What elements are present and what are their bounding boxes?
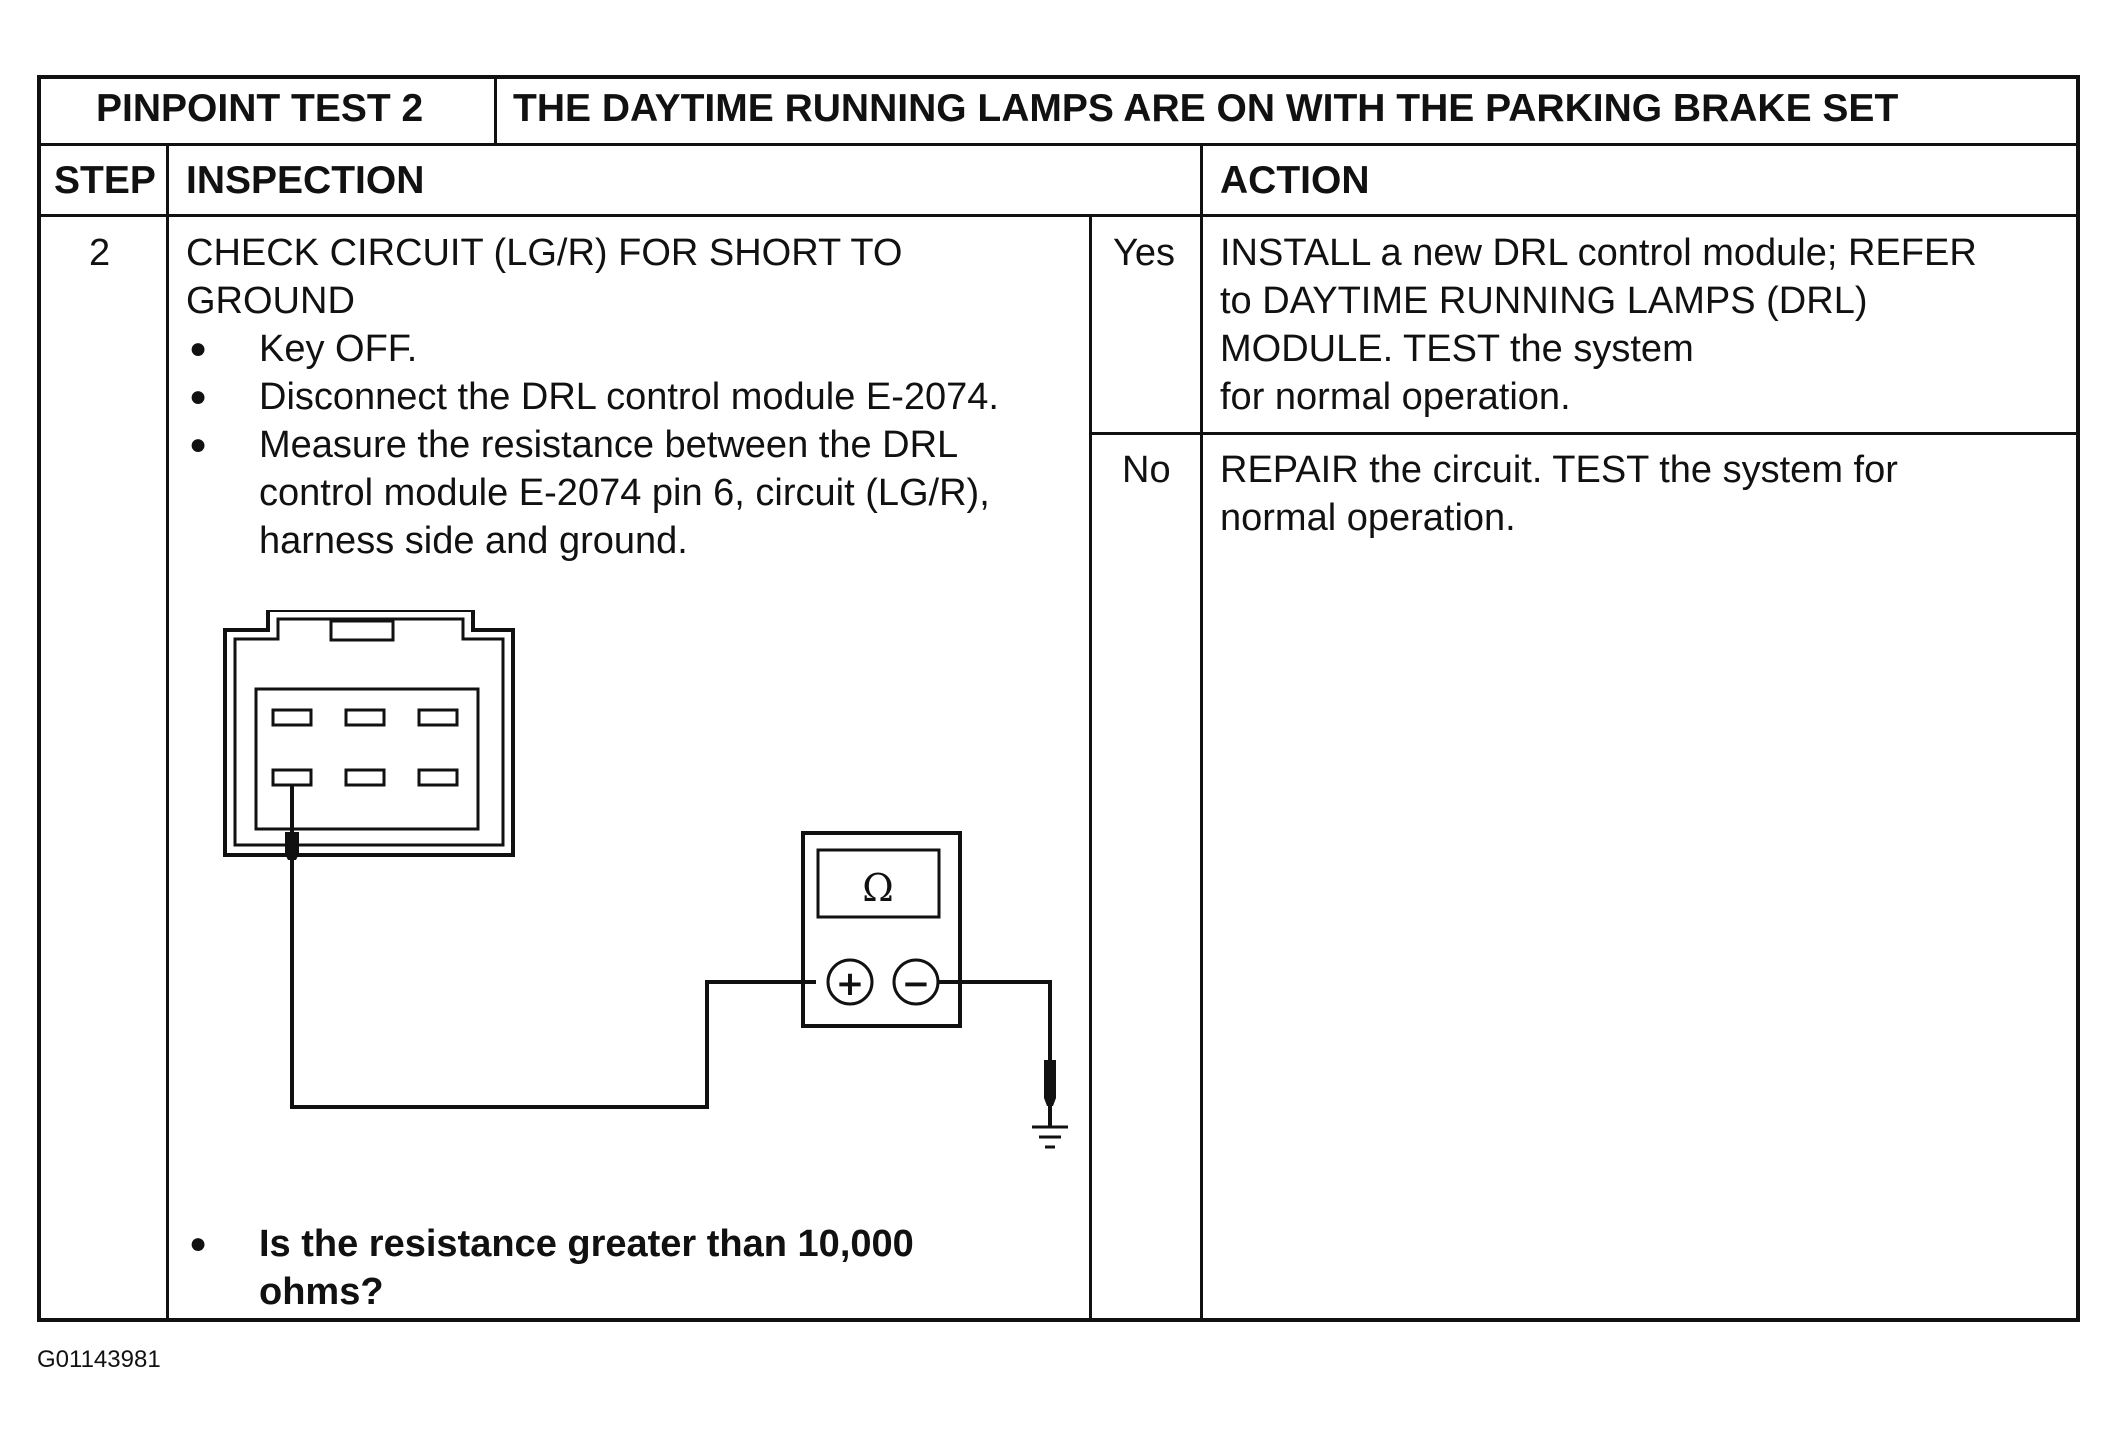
table-left-border: [37, 75, 41, 1322]
bullet-3-line-2: control module E-2074 pin 6, circuit (LG…: [259, 472, 990, 514]
table-bottom-border: [37, 1318, 2080, 1322]
resistance-test-diagram: Ω + −: [223, 610, 1068, 1149]
ohm-symbol: Ω: [862, 866, 894, 910]
test-label: PINPOINT TEST 2: [96, 87, 424, 130]
yes-action-line-2: to DAYTIME RUNNING LAMPS (DRL): [1220, 280, 1868, 322]
bullet-2-marker: ●: [189, 380, 208, 413]
ground-probe-tip: [1044, 1060, 1056, 1106]
bullet-3-line-1: Measure the resistance between the DRL: [259, 424, 959, 466]
question-bullet-marker: ●: [189, 1227, 208, 1260]
yes-no-divider: [1092, 432, 2080, 435]
bullet-3-line-3: harness side and ground.: [259, 520, 688, 562]
question-line-1: Is the resistance greater than 10,000: [259, 1223, 914, 1265]
bullet-1-marker: ●: [189, 332, 208, 365]
header-divider: [37, 143, 2080, 146]
header-cell-divider: [494, 75, 497, 145]
check-line-2: GROUND: [186, 280, 355, 322]
bullet-1-line-1: Key OFF.: [259, 328, 418, 370]
plus-terminal-symbol: +: [836, 964, 865, 1004]
test-title: THE DAYTIME RUNNING LAMPS ARE ON WITH TH…: [513, 87, 1899, 130]
step-column-header: STEP: [54, 159, 156, 202]
probe-tip: [285, 832, 299, 860]
figure-code: G01143981: [37, 1346, 161, 1373]
column-header-divider: [37, 214, 2080, 217]
step-column-divider: [166, 143, 169, 1320]
probe-lead: [290, 785, 816, 1109]
action-column-divider: [1200, 143, 1203, 1320]
minus-terminal-symbol: −: [902, 964, 931, 1004]
check-line-1: CHECK CIRCUIT (LG/R) FOR SHORT TO: [186, 232, 903, 274]
question-line-2: ohms?: [259, 1271, 384, 1313]
bullet-3-marker: ●: [189, 428, 208, 461]
ground-symbol-icon: [1032, 1125, 1068, 1149]
no-label: No: [1122, 449, 1171, 491]
no-action-line-2: normal operation.: [1220, 497, 1516, 539]
action-column-header: ACTION: [1220, 159, 1370, 202]
yes-action-line-3: MODULE. TEST the system: [1220, 328, 1694, 370]
table-top-border: [37, 75, 2080, 79]
yes-action-line-1: INSTALL a new DRL control module; REFER: [1220, 232, 1977, 274]
no-action-line-1: REPAIR the circuit. TEST the system for: [1220, 449, 1898, 491]
ohmmeter: [801, 831, 962, 1028]
yes-label: Yes: [1113, 232, 1175, 274]
step-number: 2: [89, 232, 111, 274]
inspection-column-header: INSPECTION: [186, 159, 425, 202]
bullet-2-line-1: Disconnect the DRL control module E-2074…: [259, 376, 999, 418]
ground-lead: [938, 980, 1052, 1126]
table-right-border: [2076, 75, 2080, 1322]
yes-action-line-4: for normal operation.: [1220, 376, 1571, 418]
connector-e2074: [223, 610, 515, 857]
answer-column-left-divider: [1089, 214, 1092, 1320]
